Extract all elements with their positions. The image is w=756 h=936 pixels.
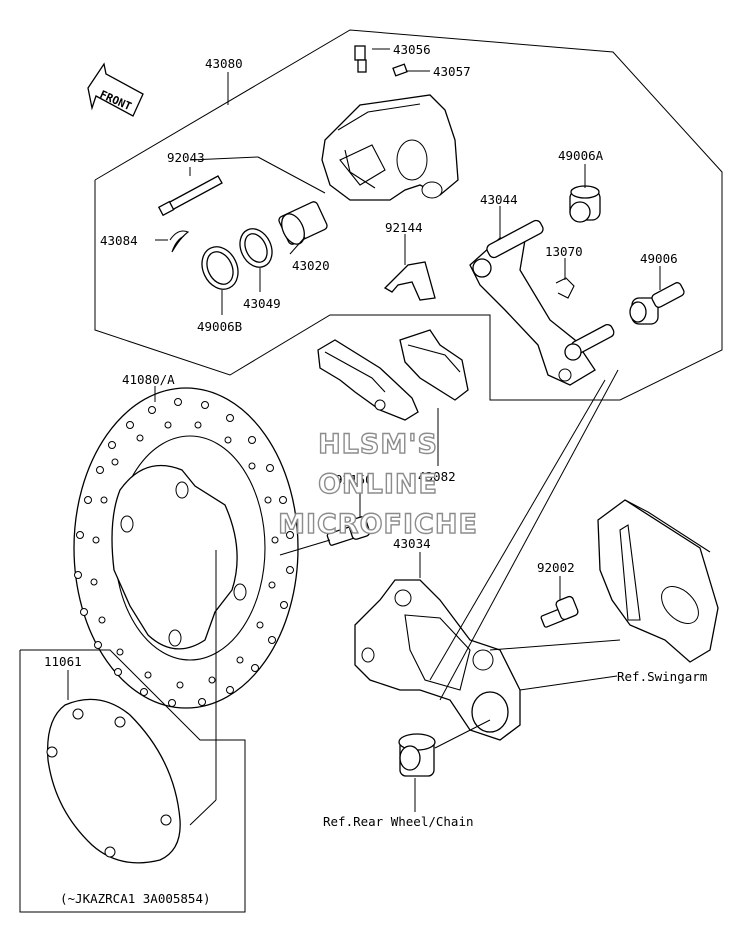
disc-gasket (46, 698, 181, 864)
bracket-clip (555, 277, 575, 299)
bleed-cap (392, 63, 408, 77)
piston (278, 201, 328, 245)
label-13070: 13070 (545, 244, 583, 259)
gasket-group-outline (19, 649, 246, 913)
slide-pin (629, 282, 685, 325)
label-43049: 43049 (243, 296, 281, 311)
label-43084: 43084 (100, 233, 138, 248)
pin-clip (169, 230, 190, 253)
leader-lines (67, 48, 661, 826)
label-43020: 43020 (292, 258, 330, 273)
label-43082: 43082 (418, 469, 456, 484)
pad-pin (157, 175, 223, 217)
swingarm-reference (597, 499, 719, 663)
label-49006: 49006 (640, 251, 678, 266)
label-92150: 92150 (335, 472, 373, 487)
disc-vent-holes (74, 398, 294, 707)
label-92144: 92144 (385, 220, 423, 235)
label-92043: 92043 (167, 150, 205, 165)
watermark-line1: HLSM'S (318, 429, 438, 460)
label-ref-swingarm: Ref.Swingarm (617, 669, 707, 684)
bracket-bolt (540, 595, 579, 628)
rear-bracket (354, 579, 521, 741)
wheel-collar (398, 733, 436, 777)
label-43057: 43057 (433, 64, 471, 79)
label-49006b: 49006B (197, 319, 242, 334)
label-ref-rear-wheel: Ref.Rear Wheel/Chain (323, 814, 474, 829)
dust-seal (201, 246, 239, 290)
watermark-line2: ONLINE (318, 469, 438, 500)
brake-disc (73, 387, 299, 709)
piston-seal (239, 228, 273, 268)
caliper-body (321, 94, 459, 201)
watermark-line3: MICROFICHE (278, 509, 478, 540)
bleed-valve (354, 45, 367, 73)
caliper-bracket (469, 219, 615, 386)
label-92002: 92002 (537, 560, 575, 575)
pad-spring (383, 261, 436, 301)
label-11061: 11061 (44, 654, 82, 669)
label-41080a: 41080/A (122, 372, 175, 387)
label-43080: 43080 (205, 56, 243, 71)
label-43056: 43056 (393, 42, 431, 57)
label-43034: 43034 (393, 536, 431, 551)
front-arrow-icon: FRONT (87, 62, 144, 117)
serial-note: (~JKAZRCA1 3A005854) (60, 891, 211, 906)
slide-boot-a (569, 185, 601, 223)
label-43044: 43044 (480, 192, 518, 207)
brake-pads (317, 329, 469, 421)
label-49006a: 49006A (558, 148, 604, 163)
caliper-group-outline (94, 29, 723, 401)
watermark: HLSM'S ONLINE MICROFICHE (277, 428, 478, 540)
part-labels: 43080 43056 43057 92043 49006A 43044 430… (44, 42, 707, 906)
